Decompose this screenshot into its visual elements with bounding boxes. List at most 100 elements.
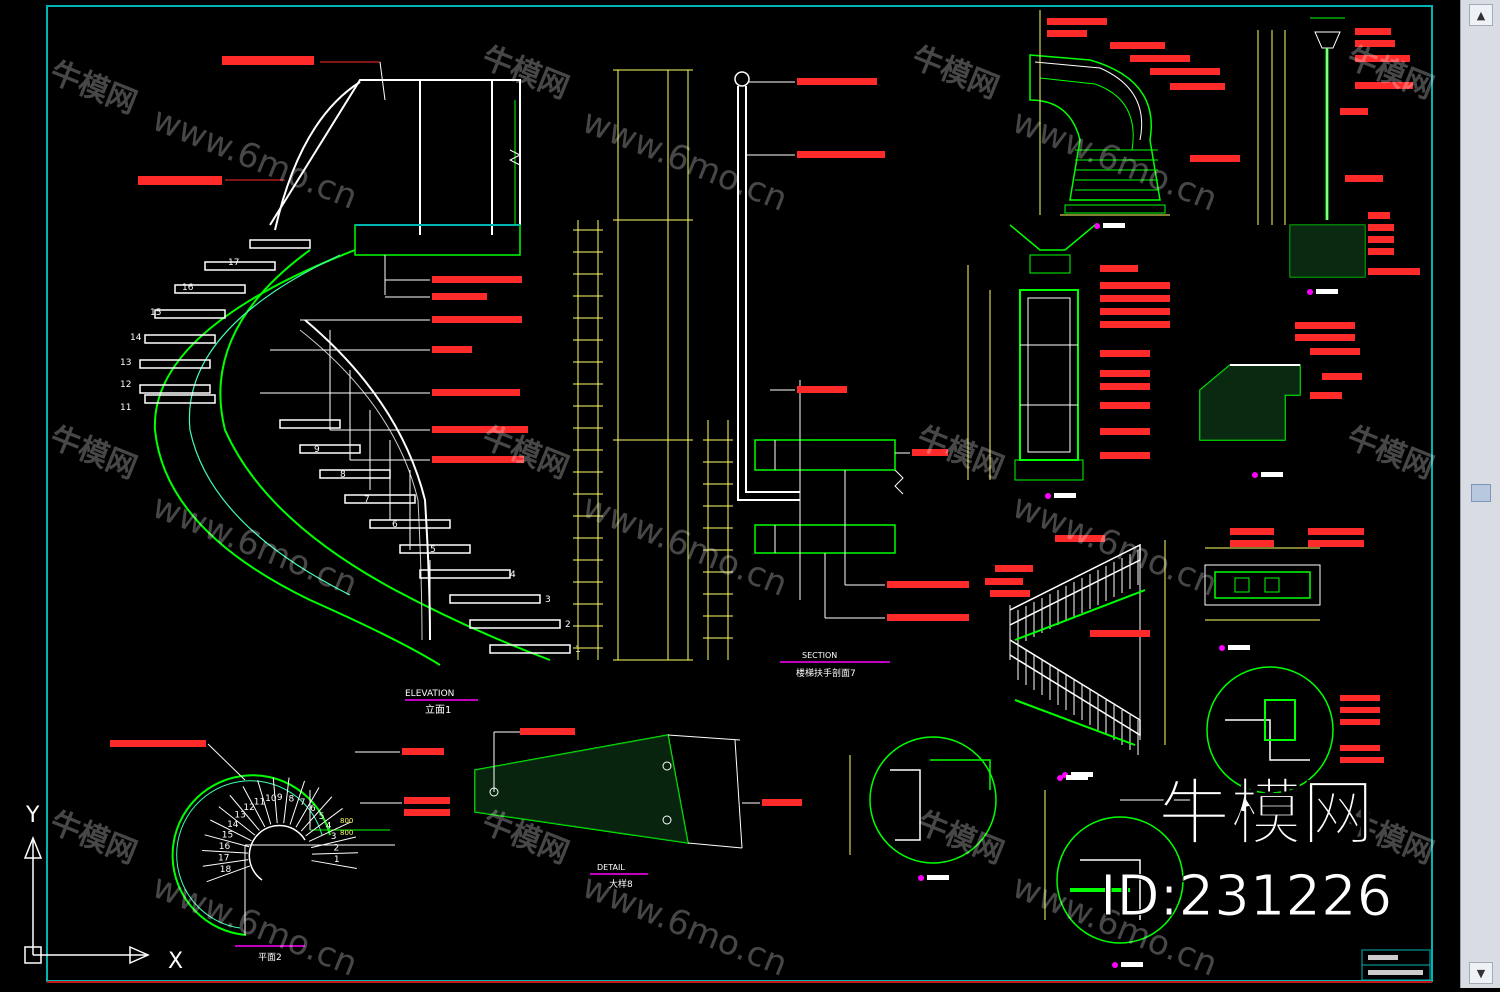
circular-detail-tags [918,695,1384,968]
plan-tread-line [300,796,333,832]
plan-step-number: 2 [334,843,340,853]
baluster-annotations [1307,28,1420,295]
elevation-step-number: 11 [120,403,131,413]
plan-step-number: 10 [265,794,277,804]
plan-step-number: 7 [300,798,306,808]
tread-nosing-detail [1199,364,1301,441]
elevation-step-number: 7 [364,495,370,505]
watermark-brand: 牛模网 [912,420,1009,486]
scroll-down-icon: ▼ [1476,966,1486,980]
watermark-brand: 牛模网 [45,420,142,486]
section-title: SECTION [802,651,837,660]
newel-base-detail [1204,547,1321,621]
plan-step-number: 18 [220,865,232,875]
plan-step-number: 11 [254,797,265,807]
watermark-brand: 牛模网 [1342,420,1439,486]
dimension-strings [577,70,729,660]
stair-plan [171,774,395,936]
newel-base-annotations [1219,528,1364,651]
plan-tread-line [272,777,278,824]
dog-leg-stair [1009,540,1166,755]
plan-step-number: 17 [218,854,229,864]
watermark-url: www.6mo.cn [1007,486,1223,604]
plan-subtitle: 平面2 [258,952,282,963]
elevation-label-group: ELEVATION 立面1 [405,689,478,716]
tread-detail [474,728,802,849]
watermark-url: www.6mo.cn [577,486,793,604]
elevation-title: ELEVATION [405,689,454,699]
plan-step-number: 14 [227,820,239,830]
scroll-up-button[interactable]: ▲ [1469,4,1493,26]
plan-step-number: 15 [222,830,233,840]
elevation-step-number: 3 [545,595,551,605]
plan-tread-line [242,786,266,828]
elevation-step-number: 14 [130,333,142,343]
baluster-elevation [1257,17,1366,278]
scroll-down-button[interactable]: ▼ [1469,962,1493,984]
elevation-subtitle: 立面1 [425,703,451,716]
plan-tread-line [311,860,357,870]
newel-post-elevation [967,224,1096,481]
plan-annotations: 800 800 [110,740,450,837]
section-subtitle: 楼梯扶手剖面7 [796,667,856,679]
plan-step-number: 12 [243,803,254,813]
watermark-url: www.6mo.cn [577,866,793,984]
title-block [1361,949,1431,981]
plan-tread-line [202,849,249,854]
plan-tread-line [202,859,249,867]
scroll-up-icon: ▲ [1476,8,1486,22]
plan-tread-line [257,780,272,825]
dimension-ticks [573,69,733,661]
plan-tread-line [289,780,306,825]
watermark-logo-brand: 牛模网 [1158,771,1374,855]
plan-step-number: 4 [326,821,332,831]
dog-leg-annotations [985,535,1150,781]
plan-step-number: 6 [310,804,316,814]
plan-tread-line [305,808,343,837]
watermark-brand: 牛模网 [45,805,142,871]
plan-tread-line [229,794,260,831]
plan-tread-line [295,787,320,828]
elevation-step-number: 13 [120,358,131,368]
plan-tread-line [311,852,358,855]
elevation-step-number: 15 [150,308,161,318]
plan-step-number: 5 [319,812,325,822]
watermark-brand: 牛模网 [1342,40,1439,106]
elevation-step-number: 17 [228,258,239,268]
plan-tread-line [283,777,290,824]
ucs-y-label: Y [25,803,40,828]
detail-label-group: DETAIL 大样8 [590,863,648,890]
handrail-section [734,71,904,600]
watermark-logo-id: ID:231226 [1100,864,1392,929]
section-annotations [747,81,910,619]
watermark-url: www.6mo.cn [147,99,363,217]
plan-step-number: 8 [289,794,295,804]
stair-3d-annotations [1047,18,1240,229]
elevation-step-number: 9 [314,445,320,455]
plan-dim-2: 800 [340,829,353,837]
elevation-step-number: 16 [182,283,194,293]
elevation-step-number: 5 [430,545,436,555]
section-annotation-text [797,78,969,621]
scrollbar-thumb[interactable] [1471,484,1491,502]
elevation-step-number: 8 [340,470,346,480]
watermark-url: www.6mo.cn [147,486,363,604]
detail-title: DETAIL [597,863,625,872]
plan-label-group: 平面2 [235,945,305,963]
stair-3d-view [1029,10,1170,216]
plan-tread-line [210,819,252,842]
plan-treads [202,777,358,883]
elevation-step-number: 4 [510,570,516,580]
elevation-step-number: 2 [565,620,571,630]
plan-tread-line [204,834,250,848]
elevation-annotation-text [138,56,528,463]
vertical-scrollbar[interactable]: ▲ ▼ [1460,0,1500,988]
watermark-brand: 牛模网 [45,55,142,121]
plan-step-number: 9 [277,793,283,803]
section-label-group: SECTION 楼梯扶手剖面7 [780,651,890,679]
plan-tread-line [308,821,351,842]
elevation-step-number: 6 [392,520,398,530]
elevation-annotations [225,61,430,461]
